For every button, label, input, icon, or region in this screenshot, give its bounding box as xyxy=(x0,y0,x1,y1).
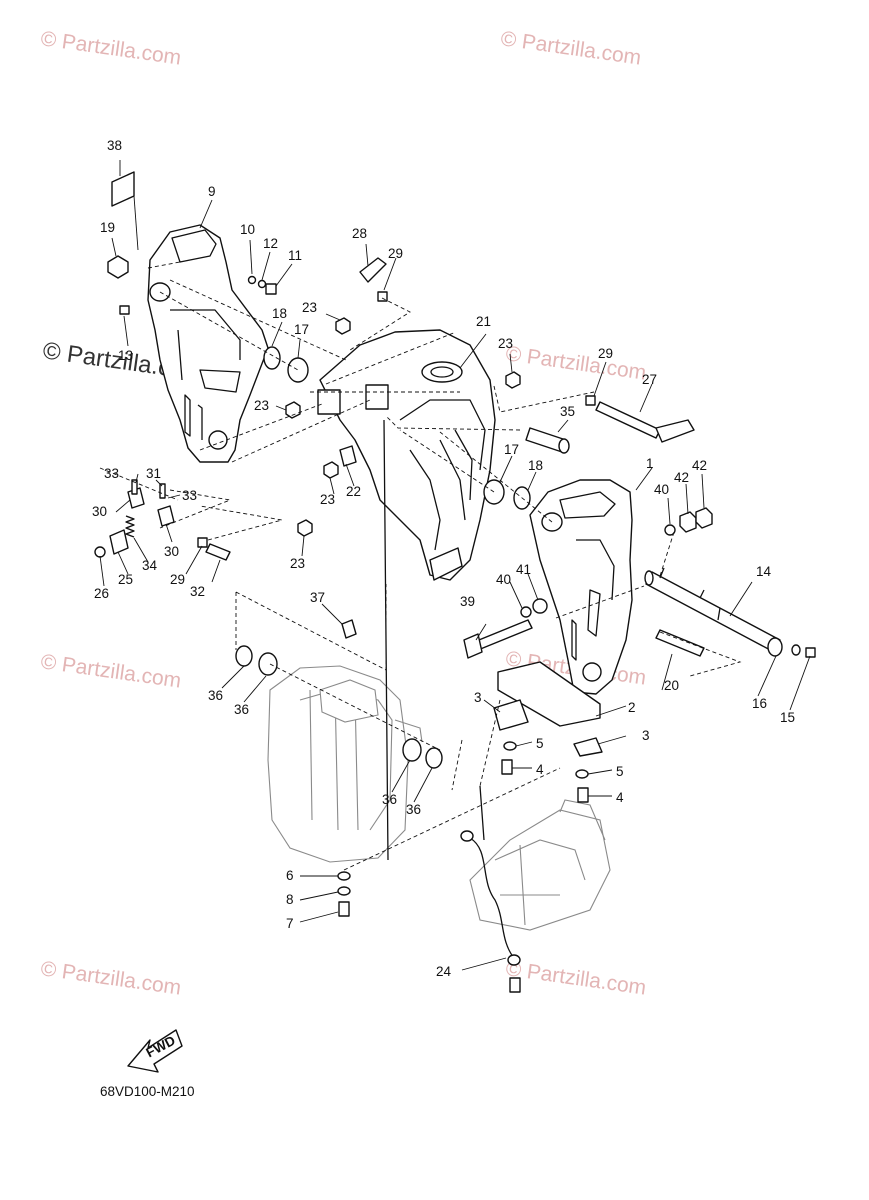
callout-label[interactable]: 3 xyxy=(642,728,650,743)
callout-label[interactable]: 17 xyxy=(504,442,519,457)
watermark: © Partzilla.com xyxy=(499,27,642,69)
callout-label[interactable]: 25 xyxy=(118,572,133,587)
callout-label[interactable]: 13 xyxy=(118,348,133,363)
callout-label[interactable]: 18 xyxy=(272,306,287,321)
callout-label[interactable]: 5 xyxy=(536,736,544,751)
callout-label[interactable]: 22 xyxy=(346,484,361,499)
lower-unit-outline xyxy=(267,665,611,931)
watermark: © Partzilla.com xyxy=(504,957,647,999)
callout-label[interactable]: 1 xyxy=(646,456,654,471)
callout-label[interactable]: 26 xyxy=(94,586,109,601)
callout-label[interactable]: 29 xyxy=(388,246,403,261)
through-tube xyxy=(644,567,783,657)
callout-label[interactable]: 23 xyxy=(290,556,305,571)
callout-label[interactable]: 19 xyxy=(100,220,115,235)
callout-label[interactable]: 33 xyxy=(104,466,119,481)
callout-label[interactable]: 20 xyxy=(664,678,679,693)
callout-label[interactable]: 30 xyxy=(164,544,179,559)
callout-label[interactable]: 4 xyxy=(536,762,544,777)
callout-label[interactable]: 18 xyxy=(528,458,543,473)
stern-bracket-right xyxy=(529,479,633,695)
callout-label[interactable]: 31 xyxy=(146,466,161,481)
watermark: © Partzilla.com xyxy=(39,957,182,999)
callout-label[interactable]: 40 xyxy=(496,572,511,587)
callout-label[interactable]: 15 xyxy=(780,710,795,725)
callout-label[interactable]: 36 xyxy=(234,702,249,717)
callout-label[interactable]: 36 xyxy=(406,802,421,817)
watermark: © Partzilla.com xyxy=(39,27,182,69)
callout-label[interactable]: 34 xyxy=(142,558,158,573)
callout-label[interactable]: 16 xyxy=(752,696,767,711)
diagram-code: 68VD100-M210 xyxy=(100,1084,195,1099)
stern-bracket-left xyxy=(147,224,269,463)
callout-label[interactable]: 11 xyxy=(288,248,302,263)
callout-label[interactable]: 27 xyxy=(642,372,657,387)
callout-label[interactable]: 23 xyxy=(320,492,335,507)
callout-label[interactable]: 12 xyxy=(263,236,278,251)
forward-arrow-icon: FWD xyxy=(127,1029,183,1073)
callout-label[interactable]: 4 xyxy=(616,790,624,805)
callout-labels: 38 9 19 10 12 11 13 18 17 23 28 29 23 21… xyxy=(92,138,795,979)
callout-label[interactable]: 42 xyxy=(674,470,689,485)
callout-label[interactable]: 3 xyxy=(474,690,482,705)
callout-label[interactable]: 2 xyxy=(628,700,636,715)
callout-label[interactable]: 32 xyxy=(190,584,205,599)
callout-label[interactable]: 39 xyxy=(460,594,475,609)
callout-label[interactable]: 29 xyxy=(170,572,185,587)
callout-label[interactable]: 36 xyxy=(382,792,397,807)
callout-label[interactable]: 9 xyxy=(208,184,216,199)
callout-label[interactable]: 30 xyxy=(92,504,107,519)
callout-label[interactable]: 23 xyxy=(498,336,513,351)
callout-label[interactable]: 6 xyxy=(286,868,294,883)
callout-label[interactable]: 8 xyxy=(286,892,294,907)
callout-label[interactable]: 10 xyxy=(240,222,255,237)
callout-label[interactable]: 17 xyxy=(294,322,309,337)
hardware-small xyxy=(94,171,816,993)
callout-label[interactable]: 23 xyxy=(302,300,317,315)
callout-label[interactable]: 36 xyxy=(208,688,223,703)
callout-label[interactable]: 21 xyxy=(476,314,491,329)
watermark: © Partzilla.com xyxy=(39,650,182,692)
callout-label[interactable]: 37 xyxy=(310,590,325,605)
leader-lines xyxy=(99,160,811,971)
callout-label[interactable]: 24 xyxy=(436,964,452,979)
callout-label[interactable]: 41 xyxy=(516,562,531,577)
callout-label[interactable]: 38 xyxy=(107,138,122,153)
callout-label[interactable]: 42 xyxy=(692,458,707,473)
watermark: © Partzilla.com xyxy=(504,342,647,384)
callout-label[interactable]: 35 xyxy=(560,404,575,419)
callout-label[interactable]: 40 xyxy=(654,482,669,497)
callout-label[interactable]: 14 xyxy=(756,564,772,579)
callout-label[interactable]: 33 xyxy=(182,488,197,503)
swivel-bracket xyxy=(317,329,496,581)
callout-label[interactable]: 7 xyxy=(286,916,294,931)
callout-label[interactable]: 28 xyxy=(352,226,367,241)
callout-label[interactable]: 5 xyxy=(616,764,624,779)
callout-label[interactable]: 23 xyxy=(254,398,269,413)
callout-label[interactable]: 29 xyxy=(598,346,613,361)
